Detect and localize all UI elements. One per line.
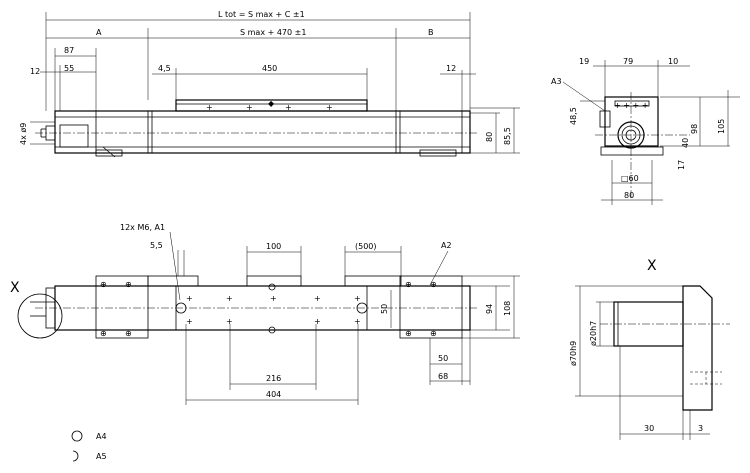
svg-text:⊕: ⊕ xyxy=(430,280,437,289)
dim-100: 100 xyxy=(266,242,281,251)
dim-12b: 12 xyxy=(446,64,456,73)
dim-85-5: 85,5 xyxy=(503,127,512,145)
side-view: + + + + ◆ L tot = S max + C ±1 A S max +… xyxy=(19,10,520,158)
dim-216: 216 xyxy=(266,374,281,383)
svg-text:+: + xyxy=(226,294,233,303)
dim-a: A xyxy=(96,28,102,37)
svg-text:⊕: ⊕ xyxy=(100,329,107,338)
dim-sq60: □60 xyxy=(621,174,639,183)
dim-30: 30 xyxy=(644,424,654,433)
dim-450: 450 xyxy=(262,64,277,73)
dim-48-5: 48,5 xyxy=(569,107,578,125)
dim-80b: 80 xyxy=(624,191,634,200)
dim-3: 3 xyxy=(698,424,703,433)
detail-x: X ø70h9 ø20h7 30 3 xyxy=(569,258,730,440)
dim-68: 68 xyxy=(438,372,448,381)
legend-a5: A5 xyxy=(96,452,107,461)
dim-4x-9: 4x ø9 xyxy=(19,123,28,145)
svg-text:+: + xyxy=(186,317,193,326)
svg-text:+: + xyxy=(314,294,321,303)
svg-text:+: + xyxy=(206,103,213,112)
svg-text:+: + xyxy=(354,317,361,326)
svg-text:⊕: ⊕ xyxy=(405,280,412,289)
svg-text:⊕: ⊕ xyxy=(125,280,132,289)
svg-text:⊕: ⊕ xyxy=(100,280,107,289)
svg-text:+: + xyxy=(314,317,321,326)
dim-m6: 12x M6, A1 xyxy=(120,223,165,232)
dim-94: 94 xyxy=(485,304,494,314)
legend: A4 A5 xyxy=(71,430,107,462)
svg-text:◆: ◆ xyxy=(268,99,275,108)
legend-a4: A4 xyxy=(96,432,107,441)
dim-404: 404 xyxy=(266,390,281,399)
svg-text:+: + xyxy=(270,294,277,303)
dim-5-5: 5,5 xyxy=(150,241,163,250)
dim-105: 105 xyxy=(717,119,726,134)
dim-4-5: 4,5 xyxy=(158,64,171,73)
circle-icon xyxy=(71,430,83,442)
end-view: + + + + A3 19 79 10 48,5 40 98 105 17 □6… xyxy=(551,57,740,205)
svg-text:+ + + +: + + + + xyxy=(614,101,648,110)
svg-text:+: + xyxy=(226,317,233,326)
label-x-detail: X xyxy=(647,258,657,274)
svg-text:+: + xyxy=(354,294,361,303)
dim-70h9: ø70h9 xyxy=(569,341,578,366)
svg-text:+: + xyxy=(326,103,333,112)
svg-text:+: + xyxy=(246,103,253,112)
dim-50v: 50 xyxy=(380,304,389,314)
dim-40: 40 xyxy=(681,138,690,148)
dim-10: 10 xyxy=(668,57,678,66)
dim-98: 98 xyxy=(690,124,699,134)
dim-87: 87 xyxy=(64,46,74,55)
dim-12a: 12 xyxy=(30,67,40,76)
svg-text:+: + xyxy=(285,103,292,112)
dim-50h: 50 xyxy=(438,354,448,363)
plan-view: ⊕ ⊕ ⊕ ⊕ ⊕ ⊕ ⊕ ⊕ + + + + + + + + + X 12x … xyxy=(10,223,520,405)
dim-b: B xyxy=(428,28,434,37)
dim-ltot: L tot = S max + C ±1 xyxy=(218,10,305,19)
half-circle-icon xyxy=(72,450,79,462)
svg-text:⊕: ⊕ xyxy=(125,329,132,338)
svg-text:⊕: ⊕ xyxy=(405,329,412,338)
dim-19: 19 xyxy=(579,57,589,66)
dim-80: 80 xyxy=(485,132,494,142)
svg-text:⊕: ⊕ xyxy=(430,329,437,338)
dim-smax: S max + 470 ±1 xyxy=(240,28,306,37)
label-a3: A3 xyxy=(551,77,562,86)
dim-500: (500) xyxy=(355,242,377,251)
dim-108: 108 xyxy=(503,301,512,316)
label-x-left: X xyxy=(10,280,20,296)
dim-20h7: ø20h7 xyxy=(589,321,598,346)
dim-79: 79 xyxy=(623,57,633,66)
dim-17: 17 xyxy=(677,160,686,170)
dim-55: 55 xyxy=(64,64,74,73)
svg-text:+: + xyxy=(186,294,193,303)
label-a2: A2 xyxy=(441,241,452,250)
